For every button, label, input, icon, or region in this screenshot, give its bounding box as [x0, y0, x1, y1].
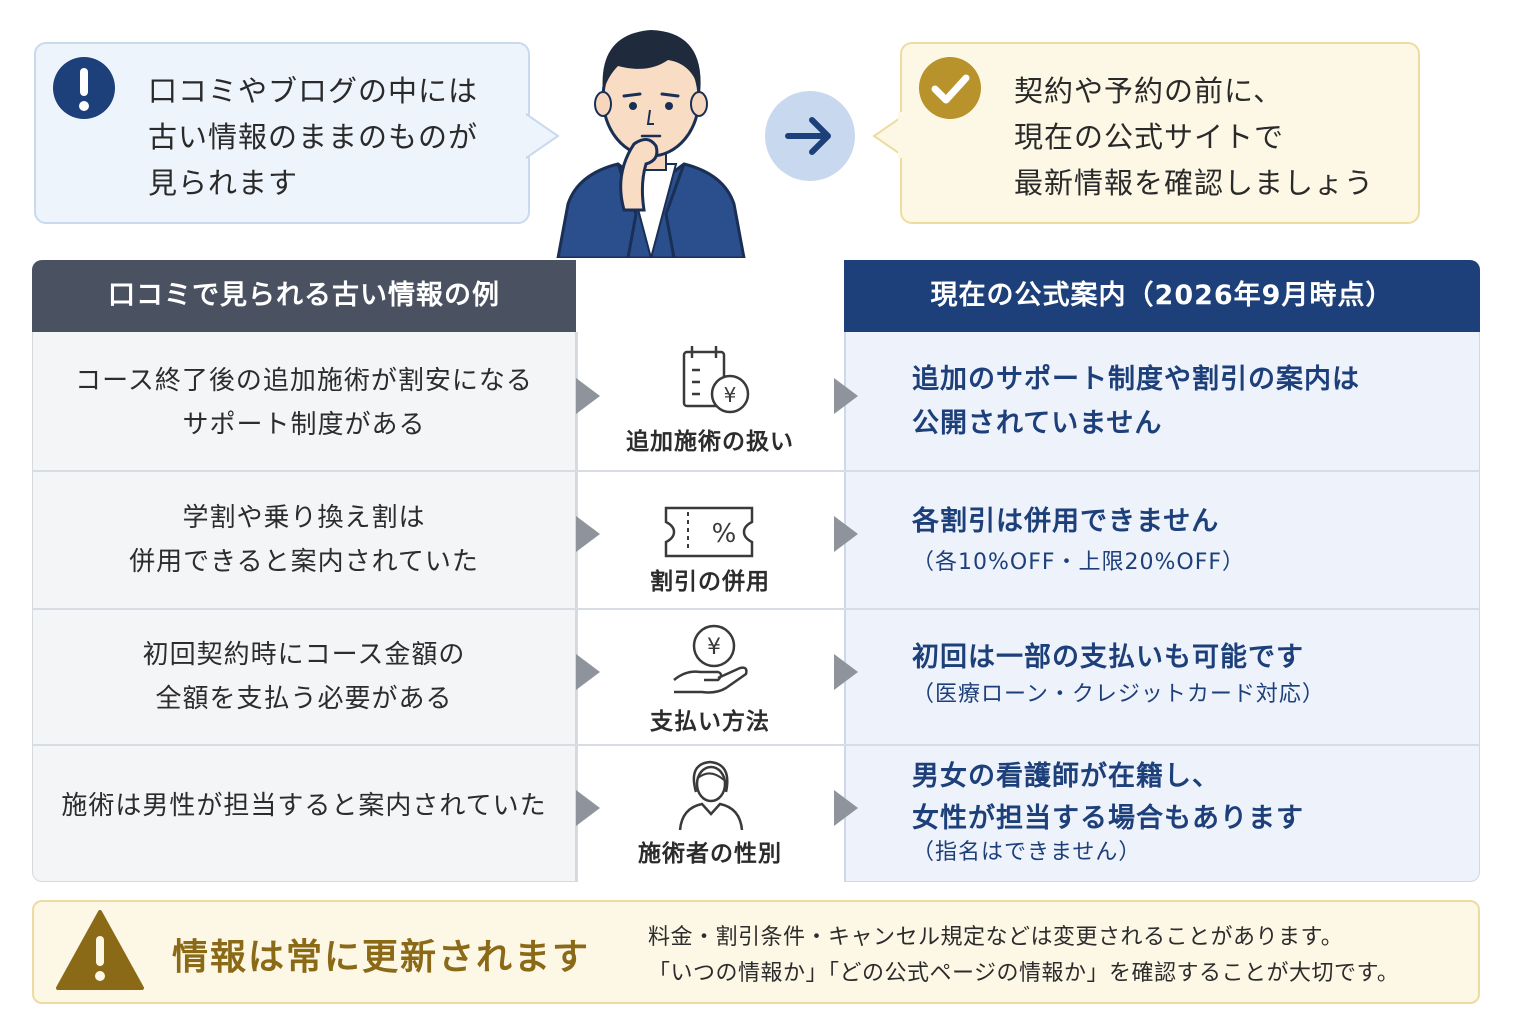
arrow-right-icon	[765, 91, 855, 181]
official-info-bubble-text: 契約や予約の前に、 現在の公式サイトで 最新情報を確認しましょう	[1014, 74, 1375, 200]
arrow-triangle-icon	[576, 654, 600, 690]
old-info-bubble: 口コミやブログの中には 古い情報のままのものが 見られます	[34, 42, 530, 224]
row-divider	[32, 608, 1480, 610]
official-info-main: 初回は一部の支払いも可能です	[912, 642, 1304, 673]
row-divider	[32, 470, 1480, 472]
official-info-bubble: 契約や予約の前に、 現在の公式サイトで 最新情報を確認しましょう	[900, 42, 1420, 224]
old-info-cell: 初回契約時にコース金額の 全額を支払う必要がある	[142, 640, 466, 714]
arrow-triangle-icon	[834, 378, 858, 414]
official-info-note: （各10%OFF・上限20%OFF）	[912, 550, 1246, 575]
official-info-cell: 各割引は併用できません （各10%OFF・上限20%OFF）	[912, 500, 1472, 580]
exclamation-icon	[53, 57, 115, 119]
comparison-table: 口コミで見られる古い情報の例 現在の公式案内（2026年9月時点） コース終了後…	[32, 260, 1480, 882]
thinking-man-illustration	[556, 30, 746, 258]
official-info-main: 男女の看護師が在籍し、 女性が担当する場合もあります	[912, 761, 1304, 834]
female-staff-icon	[678, 760, 744, 831]
update-notice-title: 情報は常に更新されます	[172, 937, 591, 978]
row-divider	[32, 744, 1480, 746]
official-info-header: 現在の公式案内（2026年9月時点）	[844, 260, 1480, 332]
arrow-triangle-icon	[834, 790, 858, 826]
topic-label: 支払い方法	[650, 709, 770, 735]
arrow-triangle-icon	[576, 516, 600, 552]
old-info-bubble-text: 口コミやブログの中には 古い情報のままのものが 見られます	[148, 74, 479, 200]
official-info-cell: 初回は一部の支払いも可能です （医療ローン・クレジットカード対応）	[912, 636, 1472, 712]
arrow-triangle-icon	[834, 654, 858, 690]
old-info-cell: 施術は男性が担当すると案内されていた	[61, 791, 547, 821]
official-info-note: （医療ローン・クレジットカード対応）	[912, 682, 1325, 707]
update-notice: 情報は常に更新されます 料金・割引条件・キャンセル規定などは変更されることがあり…	[32, 900, 1480, 1004]
old-info-cell: コース終了後の追加施術が割安になる サポート制度がある	[75, 366, 533, 440]
official-info-main: 追加のサポート制度や割引の案内は 公開されていません	[912, 364, 1360, 439]
divider	[844, 332, 846, 882]
topic-label: 割引の併用	[650, 569, 770, 595]
checkmark-icon	[919, 57, 981, 119]
arrow-triangle-icon	[834, 516, 858, 552]
topic-label: 追加施術の扱い	[626, 429, 794, 455]
arrow-triangle-icon	[576, 378, 600, 414]
official-info-main: 各割引は併用できません	[912, 506, 1220, 537]
svg-text:%: %	[712, 519, 737, 549]
divider	[576, 332, 578, 882]
update-notice-body: 料金・割引条件・キャンセル規定などは変更されることがあります。 「いつの情報か」…	[648, 925, 1400, 986]
official-info-cell: 男女の看護師が在籍し、 女性が担当する場合もあります （指名はできません）	[912, 756, 1472, 870]
discount-ticket-icon: %	[664, 506, 754, 558]
old-info-header: 口コミで見られる古い情報の例	[32, 260, 576, 332]
topic-label: 施術者の性別	[638, 841, 782, 867]
bubble-tail-left	[526, 112, 560, 160]
arrow-triangle-icon	[576, 790, 600, 826]
hand-yen-coin-icon: ¥	[673, 624, 748, 694]
svg-text:¥: ¥	[707, 635, 721, 660]
official-info-note: （指名はできません）	[912, 840, 1142, 865]
svg-text:¥: ¥	[724, 383, 737, 407]
warning-icon	[56, 910, 144, 990]
official-info-cell: 追加のサポート制度や割引の案内は 公開されていません	[912, 358, 1472, 446]
calendar-yen-icon: ¥	[682, 346, 750, 414]
old-info-cell: 学割や乗り換え割は 併用できると案内されていた	[129, 503, 479, 577]
